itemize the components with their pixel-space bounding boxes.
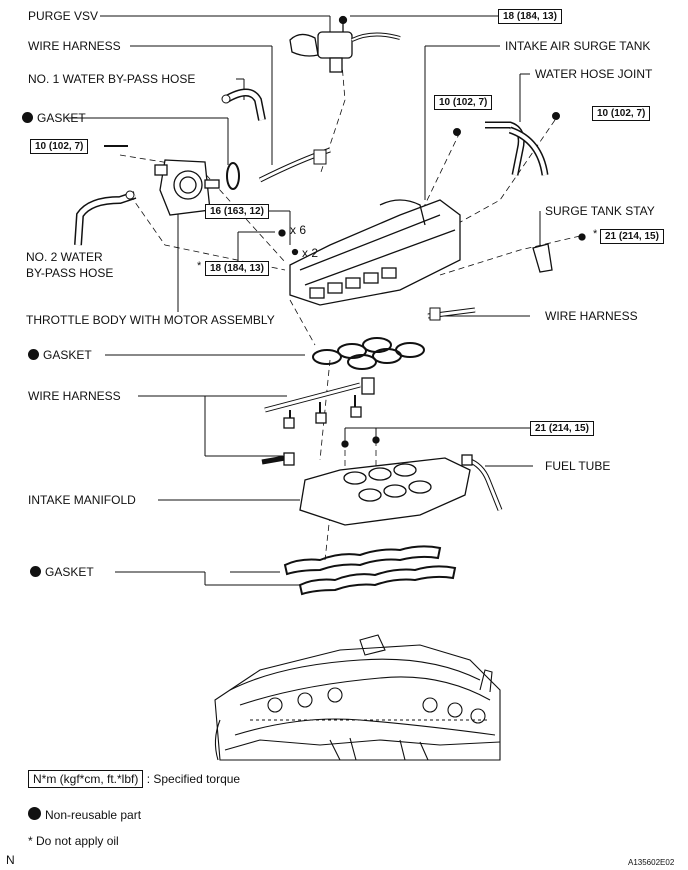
non-reusable-icon <box>28 349 39 360</box>
wire-harness-1-part <box>258 147 331 183</box>
label-intake-manifold: INTAKE MANIFOLD <box>28 493 136 507</box>
figure-id: A135602E02 <box>628 858 675 867</box>
torque-intake-manifold: 21 (214, 15) <box>530 421 594 436</box>
torque-surge-tank-stay: 21 (214, 15) <box>600 229 664 244</box>
label-gasket-1: GASKET <box>22 111 86 125</box>
torque-purge-vsv: 18 (184, 13) <box>498 9 562 24</box>
label-qty-x2: x 2 <box>302 246 319 260</box>
asterisk-stay: * <box>593 228 598 240</box>
purge-vsv-part <box>289 15 401 73</box>
torque-surge-tank-nuts: 18 (184, 13) <box>205 261 269 276</box>
label-throttle-body: THROTTLE BODY WITH MOTOR ASSEMBLY <box>26 313 275 327</box>
label-gasket-1-text: GASKET <box>37 111 86 125</box>
legend-torque-unit: N*m (kgf*cm, ft.*lbf) <box>28 770 144 788</box>
legend-torque-text: : Specified torque <box>146 772 241 786</box>
gasket-3-part <box>283 545 457 596</box>
non-reusable-icon <box>30 566 41 577</box>
label-no2-water-bypass-line2: BY-PASS HOSE <box>26 266 114 280</box>
label-water-hose-joint: WATER HOSE JOINT <box>535 67 653 81</box>
torque-water-joint-left: 10 (102, 7) <box>434 95 493 110</box>
label-wire-harness-1: WIRE HARNESS <box>28 39 121 53</box>
non-reusable-icon <box>22 112 33 123</box>
no2-water-bypass-hose-part <box>74 190 137 246</box>
engine-block-illustration <box>214 634 501 761</box>
throttle-body-part <box>104 145 220 216</box>
torque-gasket-bolt: 10 (102, 7) <box>30 139 89 154</box>
legend-non-reusable-text: Non-reusable part <box>45 808 142 822</box>
torque-water-joint-right: 10 (102, 7) <box>592 106 651 121</box>
asterisk-surge-tank: * <box>197 260 202 272</box>
legend-torque: N*m (kgf*cm, ft.*lbf) : Specified torque <box>28 770 241 788</box>
label-gasket-3-text: GASKET <box>45 565 94 579</box>
label-gasket-2: GASKET <box>28 348 92 362</box>
legend-non-reusable: Non-reusable part <box>28 807 141 822</box>
no1-water-bypass-hose-part <box>221 88 266 121</box>
legend-no-oil: * Do not apply oil <box>28 834 119 848</box>
label-no2-water-bypass-line1: NO. 2 WATER <box>26 250 103 264</box>
label-wire-harness-3: WIRE HARNESS <box>28 389 121 403</box>
label-gasket-2-text: GASKET <box>43 348 92 362</box>
label-purge-vsv: PURGE VSV <box>28 9 99 23</box>
label-intake-air-surge-tank: INTAKE AIR SURGE TANK <box>505 39 651 53</box>
label-gasket-3: GASKET <box>30 565 94 579</box>
label-fuel-tube: FUEL TUBE <box>545 459 611 473</box>
label-qty-x6: x 6 <box>290 223 307 237</box>
gasket-1-part <box>226 162 240 190</box>
intake-air-surge-tank-part <box>278 199 461 306</box>
label-no1-water-bypass-hose: NO. 1 WATER BY-PASS HOSE <box>28 72 196 86</box>
non-reusable-icon <box>28 807 41 820</box>
wire-harness-2-part <box>427 307 476 321</box>
fuel-tube-part <box>461 454 503 511</box>
gasket-2-part <box>312 337 425 370</box>
surge-tank-stay-part <box>532 233 586 273</box>
label-wire-harness-2: WIRE HARNESS <box>545 309 638 323</box>
north-marker: N <box>6 853 15 867</box>
label-surge-tank-stay: SURGE TANK STAY <box>545 204 655 218</box>
water-hose-joint-part <box>453 112 560 176</box>
intake-manifold-part <box>299 436 471 526</box>
torque-surge-tank-bolts: 16 (163, 12) <box>205 204 269 219</box>
wire-harness-3-part <box>261 377 375 466</box>
